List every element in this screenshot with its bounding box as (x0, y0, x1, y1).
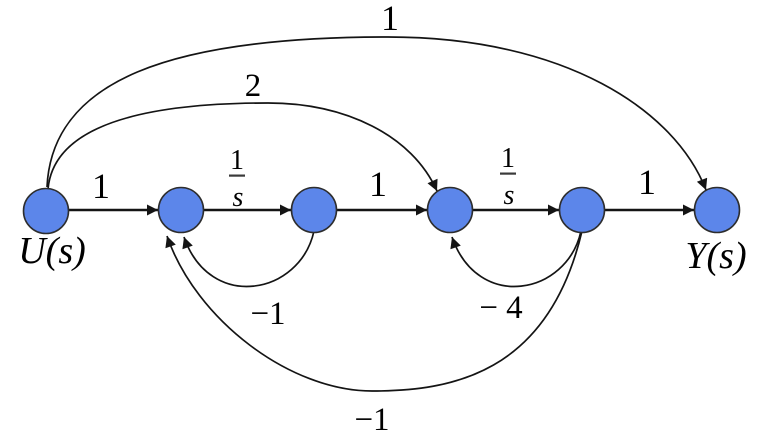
fraction-bar (500, 172, 516, 175)
gain-label-n1-n6: 1 (381, 0, 399, 38)
gain-label-n3-n2: −1 (250, 296, 285, 332)
node-input (22, 187, 70, 235)
edge-n3-n2-arc (182, 230, 315, 288)
gain-fraction-n2-n3: 1 s (229, 145, 245, 213)
fraction-numerator: 1 (230, 145, 244, 176)
node-output (693, 186, 741, 234)
fraction-denominator: s (233, 182, 244, 213)
gain-fraction-n4-n5: 1 s (500, 143, 516, 211)
gain-label-n3-n4: 1 (369, 164, 387, 204)
node-5 (558, 186, 606, 234)
gain-label-n5-n2: −1 (354, 402, 389, 438)
node-4 (426, 186, 474, 234)
node-3 (290, 186, 338, 234)
fraction-bar (229, 174, 245, 177)
fraction-denominator: s (504, 180, 515, 211)
edge-n5-n2-arc (165, 230, 583, 392)
gain-label-n1-n2: 1 (92, 166, 110, 206)
gain-label-n5-n6: 1 (638, 162, 656, 202)
node-2 (157, 186, 205, 234)
edge-n5-n4-arc (450, 230, 582, 288)
output-terminal-label: Y(s) (685, 235, 746, 277)
gain-label-n5-n4: − 4 (479, 290, 522, 326)
gain-label-n1-n4: 2 (245, 68, 262, 104)
input-terminal-label: U(s) (18, 230, 86, 272)
edge-n1-n4-arc (47, 102, 438, 192)
edge-n1-n6-arc (46, 36, 708, 191)
fraction-numerator: 1 (501, 143, 515, 174)
